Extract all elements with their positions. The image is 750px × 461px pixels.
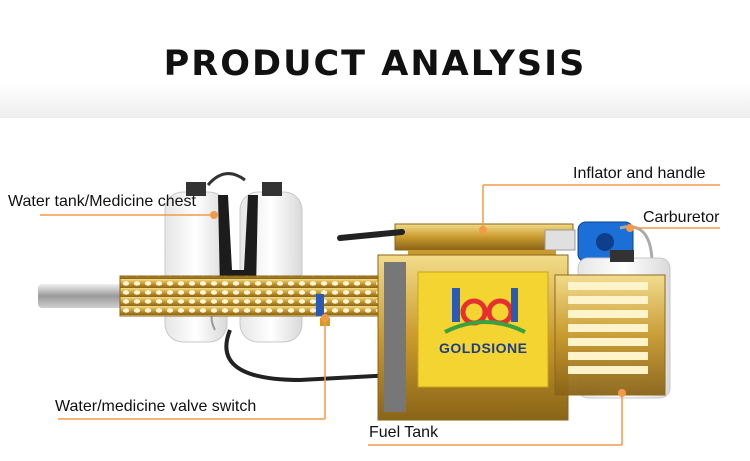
header-band [0,0,750,118]
callout-lines [40,184,720,446]
fuel-tank-cage [554,274,666,396]
label-carburetor: Carburetor [643,209,720,226]
pointer-dot-icon [210,211,634,397]
page-title: PRODUCT ANALYSIS [163,44,587,84]
label-water-tank: Water tank/Medicine chest [8,193,196,210]
label-fuel-tank: Fuel Tank [369,424,439,441]
barrel-pipe [38,275,386,317]
logo-brand-text: GOLDSIONE [439,340,528,356]
logo-panel [417,271,549,388]
label-valve-switch: Water/medicine valve switch [55,398,257,415]
hose [224,329,396,383]
label-inflator: Inflator and handle [573,165,706,182]
